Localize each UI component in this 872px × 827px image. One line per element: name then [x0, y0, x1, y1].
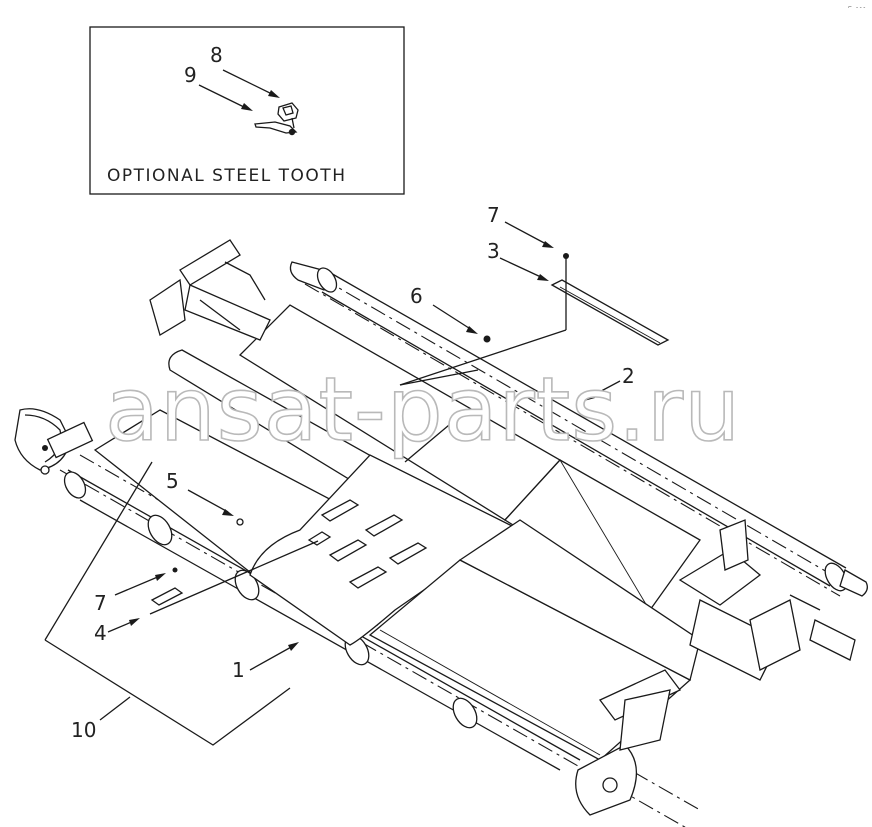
rivet-5: [236, 518, 244, 526]
callout-9: 9: [184, 63, 197, 87]
upper-belt: [238, 304, 701, 612]
draper-assembly: [14, 239, 868, 827]
callout-4: 4: [94, 621, 107, 645]
callout-8: 8: [210, 43, 223, 67]
callout-7-top: 7: [487, 203, 500, 227]
rivet-7-top: [563, 253, 569, 259]
callout-2: 2: [622, 364, 635, 388]
belt-teeth: [150, 499, 428, 606]
upper-left-bracket: [149, 239, 271, 341]
callout-1: 1: [232, 658, 245, 682]
inset-caption: OPTIONAL STEEL TOOTH: [107, 166, 346, 186]
right-end-frame: [678, 519, 856, 681]
corner-mark: ⌐ ---: [848, 4, 866, 11]
callout-5: 5: [166, 469, 179, 493]
callouts: 7 3 6 2 5 7 4 1 10: [71, 203, 635, 742]
rivet-7-left: [172, 567, 178, 573]
callout-6: 6: [410, 284, 423, 308]
watermark: ansat-parts.ru: [105, 358, 741, 461]
leader-8: [222, 69, 280, 98]
leaders: [44, 221, 621, 746]
rivet-6: [483, 335, 491, 343]
right-end-disk: [575, 669, 682, 816]
leader-9: [198, 84, 253, 111]
part-3-strip: [550, 279, 670, 346]
inset-optional-steel-tooth: 8 9 OPTIONAL STEEL TOOTH: [89, 26, 405, 195]
steel-tooth-part: [254, 102, 299, 136]
callout-3: 3: [487, 239, 500, 263]
callout-7-left: 7: [94, 591, 107, 615]
left-end-frame: [14, 408, 94, 475]
back-roller: [289, 261, 868, 597]
callout-10: 10: [71, 718, 96, 742]
